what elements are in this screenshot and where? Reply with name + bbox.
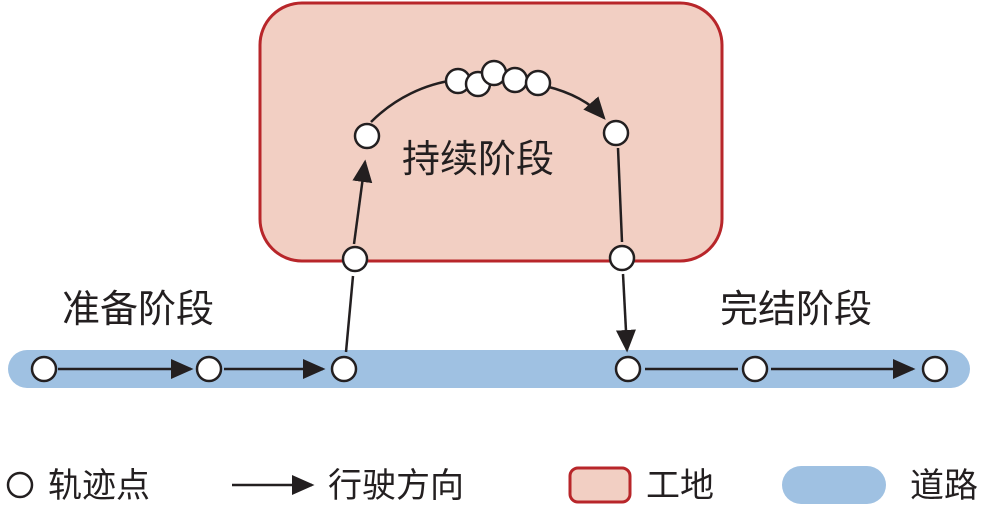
direction-arrow (344, 275, 355, 353)
trajectory-point (195, 355, 223, 383)
complete-phase-label: 完结阶段 (720, 287, 872, 331)
legend-road-label: 道路 (910, 466, 978, 506)
legend-direction-label: 行驶方向 (328, 466, 464, 506)
trajectory-point (501, 66, 529, 94)
trajectory-point (608, 244, 636, 272)
direction-arrow (616, 147, 624, 243)
road-band (8, 350, 970, 388)
legend-trajectory-point-label: 轨迹点 (48, 466, 150, 506)
trajectory-point (341, 245, 369, 273)
legend-trajectory-point-icon (6, 471, 34, 499)
trajectory-point (330, 355, 358, 383)
trajectory-point (741, 355, 769, 383)
trajectory-point (524, 69, 552, 97)
trajectory-point (353, 122, 381, 150)
trajectory-point (30, 355, 58, 383)
trajectory-point (602, 119, 630, 147)
legend: 轨迹点 行驶方向 工地 道路 (6, 466, 978, 506)
trajectory-point (614, 355, 642, 383)
legend-work-site-swatch (568, 466, 632, 504)
continue-phase-label: 持续阶段 (402, 137, 554, 181)
work-site-area (258, 1, 724, 263)
direction-arrow (615, 273, 636, 353)
legend-work-site-label: 工地 (646, 466, 714, 506)
direction-arrow (352, 159, 373, 245)
trajectory-point (921, 355, 949, 383)
direction-arrow (544, 84, 606, 120)
prepare-phase-label: 准备阶段 (62, 287, 214, 331)
legend-road-swatch (782, 466, 886, 504)
